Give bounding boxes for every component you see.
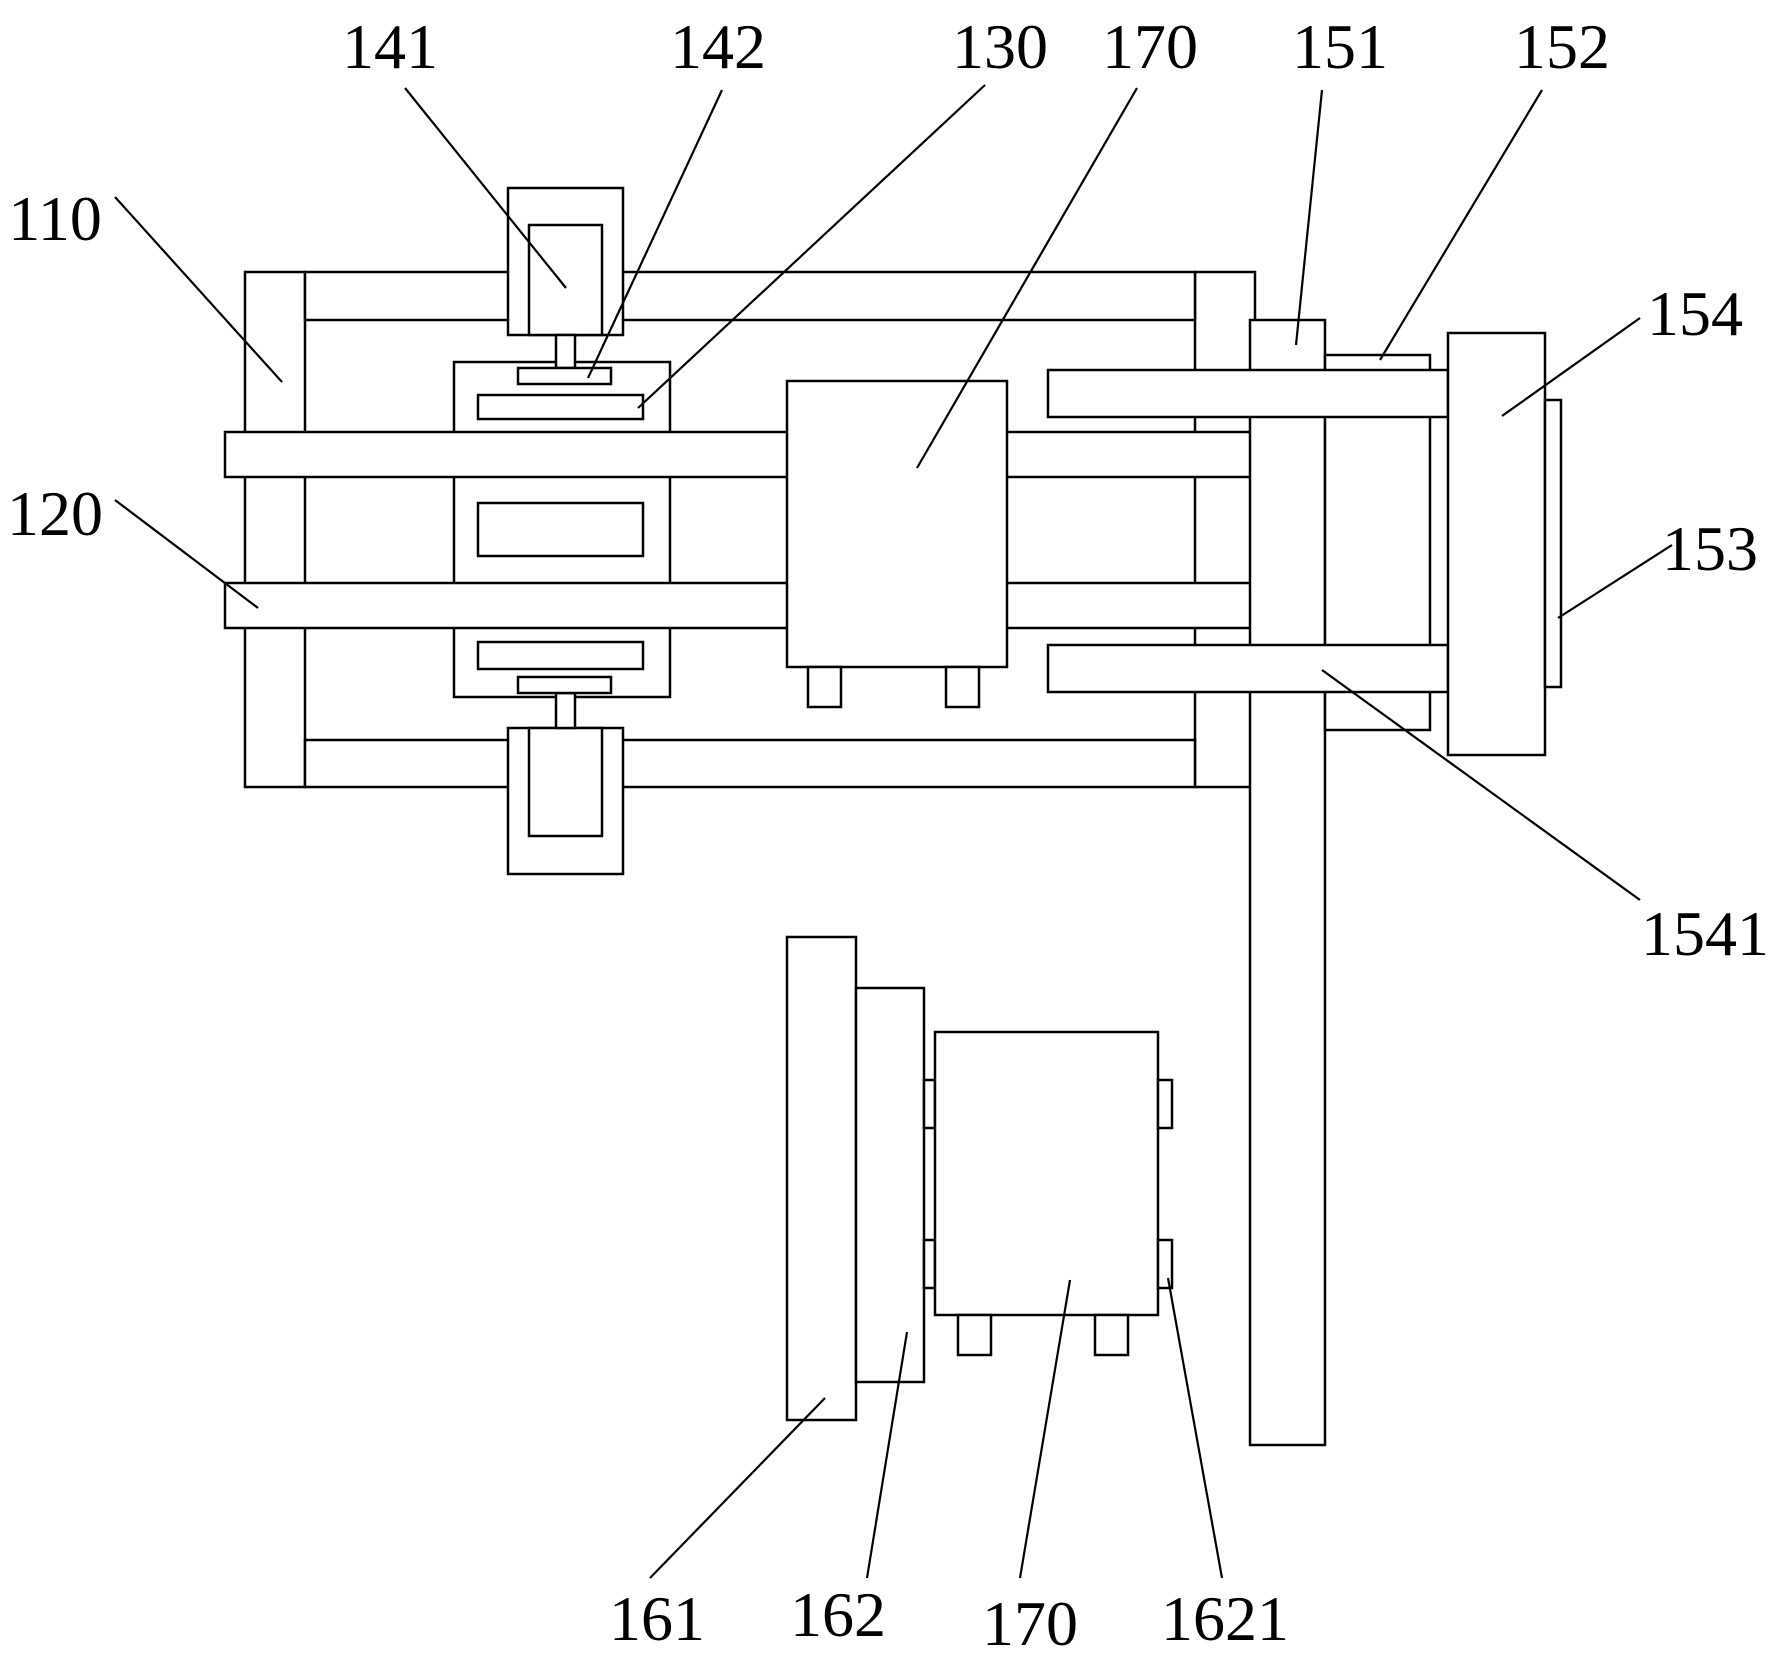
leader-142: [587, 89, 723, 379]
block-170-upper-foot-left: [806, 665, 843, 709]
reference-labels: 110 120 141 142 130 170 151 152 154 153 …: [7, 11, 1769, 1653]
label-120: 120: [7, 478, 103, 549]
arm-upper: [1046, 368, 1450, 419]
frame-110: [243, 270, 1257, 789]
label-141: 141: [342, 11, 438, 82]
connector-left-upper: [922, 1078, 937, 1130]
label-161: 161: [609, 1583, 705, 1653]
leader-170-bottom: [1018, 1279, 1072, 1579]
block-170-lower-foot-left: [956, 1313, 993, 1357]
block-170-upper-body: [785, 379, 1009, 669]
vertical-column-151: [1248, 318, 1327, 1447]
leader-lines: [114, 84, 1673, 1579]
guide-rod-upper: [223, 430, 1272, 479]
label-1621: 1621: [1161, 1583, 1289, 1653]
label-153: 153: [1662, 513, 1758, 584]
plate-162: [854, 986, 926, 1384]
frame-top-rail: [303, 270, 1197, 322]
stud-1621: [1156, 1238, 1174, 1290]
bottom-motor: [527, 726, 604, 838]
leader-152: [1379, 89, 1543, 361]
bottom-motor-shaft: [554, 691, 577, 730]
frame-left-post: [243, 270, 307, 789]
carriage-lower-slot: [476, 640, 645, 671]
top-motor-assembly: [506, 186, 625, 386]
bottom-pad: [516, 675, 613, 695]
top-motor-shaft: [554, 333, 577, 370]
block-154: [1446, 331, 1547, 757]
carriage-upper-slot: [476, 393, 645, 421]
connector-left-lower: [922, 1238, 937, 1290]
label-1541: 1541: [1641, 898, 1769, 969]
leader-153: [1557, 544, 1673, 619]
leader-170-top: [916, 87, 1138, 469]
leader-162: [865, 1331, 909, 1579]
label-151: 151: [1292, 11, 1388, 82]
leader-130: [637, 84, 986, 409]
label-170-top: 170: [1102, 11, 1198, 82]
label-110: 110: [8, 183, 102, 254]
carriage-130: [452, 360, 672, 699]
guide-rod-lower: [223, 581, 1272, 630]
label-170-bottom: 170: [982, 1588, 1078, 1653]
lower-assembly: [785, 935, 1174, 1422]
top-motor-141: [527, 223, 604, 337]
block-170-upper-foot-right: [944, 665, 981, 709]
top-pad-142: [516, 366, 613, 386]
leader-110: [114, 196, 283, 383]
label-162: 162: [790, 1579, 886, 1650]
base-plate-161: [785, 935, 858, 1422]
plate-153: [1543, 398, 1563, 689]
leader-1541: [1321, 669, 1641, 901]
block-170-upper: [785, 379, 1009, 709]
right-assembly: [1046, 318, 1563, 1447]
leader-151: [1294, 89, 1324, 346]
leader-1621: [1166, 1277, 1224, 1579]
block-170-lower-foot-right: [1093, 1313, 1130, 1357]
label-152: 152: [1514, 11, 1610, 82]
bottom-motor-assembly: [506, 675, 625, 876]
carriage-middle-window: [476, 501, 645, 558]
frame-bottom-rail: [303, 738, 1197, 789]
leader-120: [114, 499, 259, 609]
frame-right-post: [1193, 270, 1257, 789]
arm-lower-1541: [1046, 643, 1450, 694]
label-142: 142: [670, 11, 766, 82]
leader-161: [649, 1397, 826, 1579]
guide-rods-120: [223, 430, 1272, 630]
label-130: 130: [952, 11, 1048, 82]
block-170-lower-body: [933, 1030, 1160, 1317]
leader-154: [1501, 317, 1641, 417]
leader-141: [404, 87, 567, 289]
label-154: 154: [1647, 278, 1743, 349]
stud-right-upper: [1156, 1078, 1174, 1130]
